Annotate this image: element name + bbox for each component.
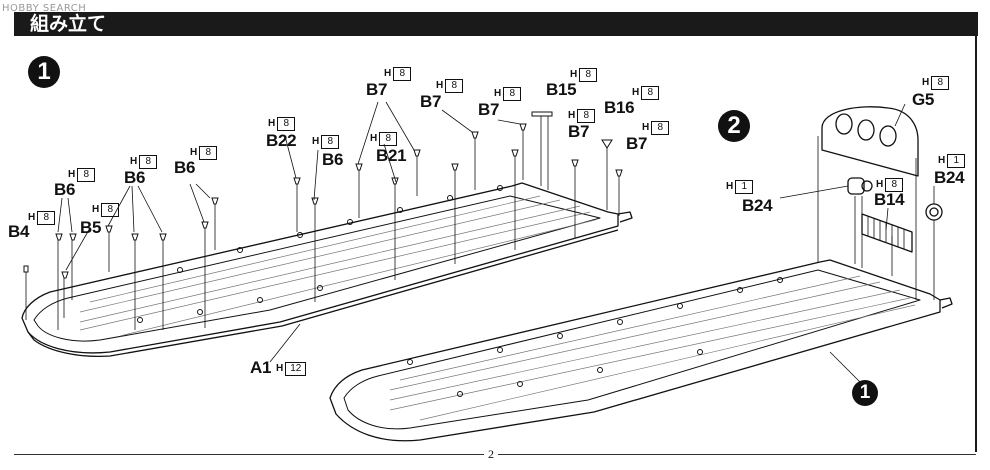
part-label-b7: B7 [366, 80, 388, 99]
right-border [975, 12, 977, 452]
runner-letter: H [68, 169, 76, 180]
section-header: 組み立て [14, 12, 978, 36]
runner-number: 8 [445, 79, 464, 93]
part-label-b6: B6 [174, 158, 196, 177]
runner-letter: H [436, 80, 444, 91]
runner-number: 8 [931, 76, 950, 90]
runner-number: 8 [577, 109, 596, 123]
hull-a1-deck [33, 195, 601, 342]
part-label-b4: B4 [8, 222, 30, 241]
runner-number: 8 [139, 155, 158, 169]
runner-letter: H [384, 68, 392, 79]
hull-a1-bottom [27, 229, 619, 358]
runner-number: 8 [651, 121, 670, 135]
watermark: HOBBY SEARCH [2, 3, 87, 14]
runner-letter: H [130, 156, 138, 167]
part-label-b5: B5 [80, 218, 102, 237]
runner-number: 8 [77, 168, 96, 182]
runner-letter: H [92, 204, 100, 215]
runner-number: 1 [947, 154, 966, 168]
runner-number: 12 [285, 362, 307, 376]
runner-number: 8 [101, 203, 120, 217]
runner-letter: H [726, 181, 734, 192]
runner-number: 8 [321, 135, 340, 149]
runner-letter: H [876, 179, 884, 190]
runner-number: 8 [503, 87, 522, 101]
part-label-b7: B7 [478, 100, 500, 119]
runner-number: 8 [379, 132, 398, 146]
part-label-b21: B21 [376, 146, 407, 165]
part-label-b6: B6 [124, 168, 146, 187]
step-1-reference-marker: 1 [852, 380, 878, 406]
runner-number: 8 [37, 211, 56, 225]
runner-letter: H [938, 155, 946, 166]
part-label-b7: B7 [568, 122, 590, 141]
runner-letter: H [568, 110, 576, 121]
runner-letter: H [28, 212, 36, 223]
part-label-b6: B6 [54, 180, 76, 199]
b24-part-left [847, 177, 873, 195]
step-2-marker: 2 [718, 110, 750, 142]
b24-part-right [925, 203, 943, 221]
runner-letter: H [190, 147, 198, 158]
runner-number: 8 [641, 86, 660, 100]
runner-letter: H [268, 118, 276, 129]
runner-letter: H [922, 77, 930, 88]
part-label-b7: B7 [420, 92, 442, 111]
runner-number: 1 [735, 180, 754, 194]
part-label-b14: B14 [874, 190, 905, 209]
part-label-a1: A1 [250, 358, 272, 377]
hull-a1-outline [21, 182, 619, 354]
runner-letter: H [370, 133, 378, 144]
part-label-b6: B6 [322, 150, 344, 169]
runner-letter: H [642, 122, 650, 133]
part-label-g5: G5 [912, 90, 935, 109]
section-title: 組み立て [30, 13, 107, 35]
step-1-marker: 1 [28, 56, 60, 88]
g5-panel [821, 106, 919, 177]
runner-number: 8 [277, 117, 296, 131]
part-label-b16: B16 [604, 98, 635, 117]
page-number: 2 [484, 447, 498, 462]
runner-letter: H [276, 363, 284, 374]
part-label-b24: B24 [934, 168, 965, 187]
runner-number: 8 [199, 146, 218, 160]
runner-letter: H [312, 136, 320, 147]
runner-letter: H [632, 87, 640, 98]
part-label-b7: B7 [626, 134, 648, 153]
runner-number: 8 [393, 67, 412, 81]
part-label-b22: B22 [266, 131, 297, 150]
hull-step1-deck [343, 269, 921, 430]
part-label-b15: B15 [546, 80, 577, 99]
runner-number: 8 [885, 178, 904, 192]
runner-letter: H [494, 88, 502, 99]
part-label-b24: B24 [742, 196, 773, 215]
runner-letter: H [570, 69, 578, 80]
hull-step1-outline [329, 259, 941, 442]
runner-number: 8 [579, 68, 598, 82]
